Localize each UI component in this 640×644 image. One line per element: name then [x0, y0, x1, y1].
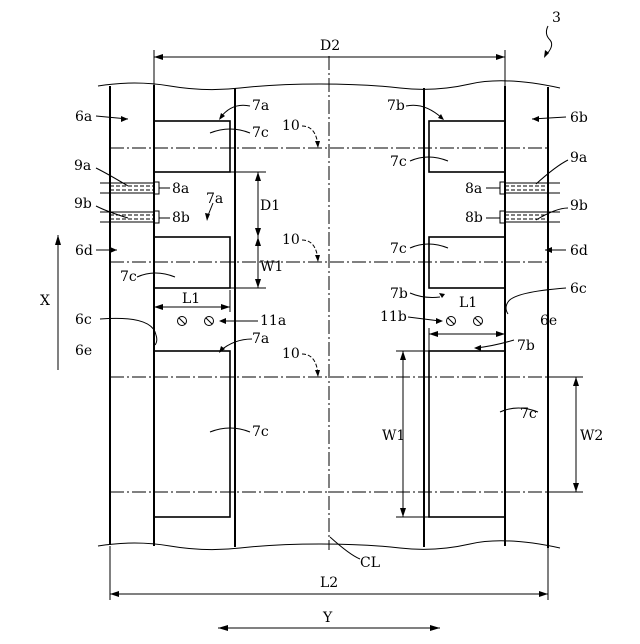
label-8b-left: 8b — [172, 210, 190, 226]
label-10-1: 10 — [282, 118, 300, 134]
figure-number: 3 — [552, 10, 561, 26]
label-9a-right: 9a — [570, 150, 587, 166]
label-10-2: 10 — [282, 232, 300, 248]
label-10-3: 10 — [282, 346, 300, 362]
leader-lines — [96, 26, 568, 559]
label-7c-5: 7c — [520, 406, 537, 422]
label-9a-left: 9a — [74, 158, 91, 174]
label-x: X — [40, 293, 50, 309]
label-6d-left: 6d — [75, 243, 93, 259]
label-6c-left: 6c — [75, 312, 92, 328]
label-6b: 6b — [570, 110, 588, 126]
label-l1-right: L1 — [459, 295, 477, 311]
label-6e-right: 6e — [540, 313, 557, 329]
label-9b-left: 9b — [74, 196, 92, 212]
label-d1: D1 — [260, 198, 280, 214]
label-9b-right: 9b — [570, 198, 588, 214]
label-8a-right: 8a — [465, 181, 482, 197]
label-7c-4: 7c — [120, 269, 137, 285]
left-pipes — [100, 182, 159, 223]
label-11b: 11b — [380, 309, 407, 325]
label-w1-left: W1 — [260, 259, 283, 275]
right-pipes — [500, 182, 560, 223]
label-d2: D2 — [320, 38, 340, 54]
label-w1-right: W1 — [382, 428, 405, 444]
label-w2: W2 — [580, 428, 603, 444]
label-7c-3: 7c — [390, 241, 407, 257]
label-6a: 6a — [75, 109, 92, 125]
label-7a-top: 7a — [252, 98, 269, 114]
label-7b-low: 7b — [517, 338, 535, 354]
label-6c-right: 6c — [570, 281, 587, 297]
label-7a-mid: 7a — [206, 191, 223, 207]
label-l1-left: L1 — [182, 291, 200, 307]
label-l2: L2 — [320, 575, 338, 591]
label-7a-low: 7a — [252, 331, 269, 347]
label-6d-right: 6d — [570, 243, 588, 259]
label-y: Y — [322, 610, 333, 626]
label-7c-1: 7c — [252, 125, 269, 141]
label-7b-top: 7b — [387, 98, 405, 114]
label-8b-right: 8b — [465, 210, 483, 226]
label-7b-mid: 7b — [390, 286, 408, 302]
label-7c-2: 7c — [390, 154, 407, 170]
label-8a-left: 8a — [172, 181, 189, 197]
label-6e-left: 6e — [75, 343, 92, 359]
label-7c-6: 7c — [252, 424, 269, 440]
left-blades — [154, 121, 230, 517]
label-cl: CL — [360, 555, 380, 571]
label-11a: 11a — [260, 313, 286, 329]
